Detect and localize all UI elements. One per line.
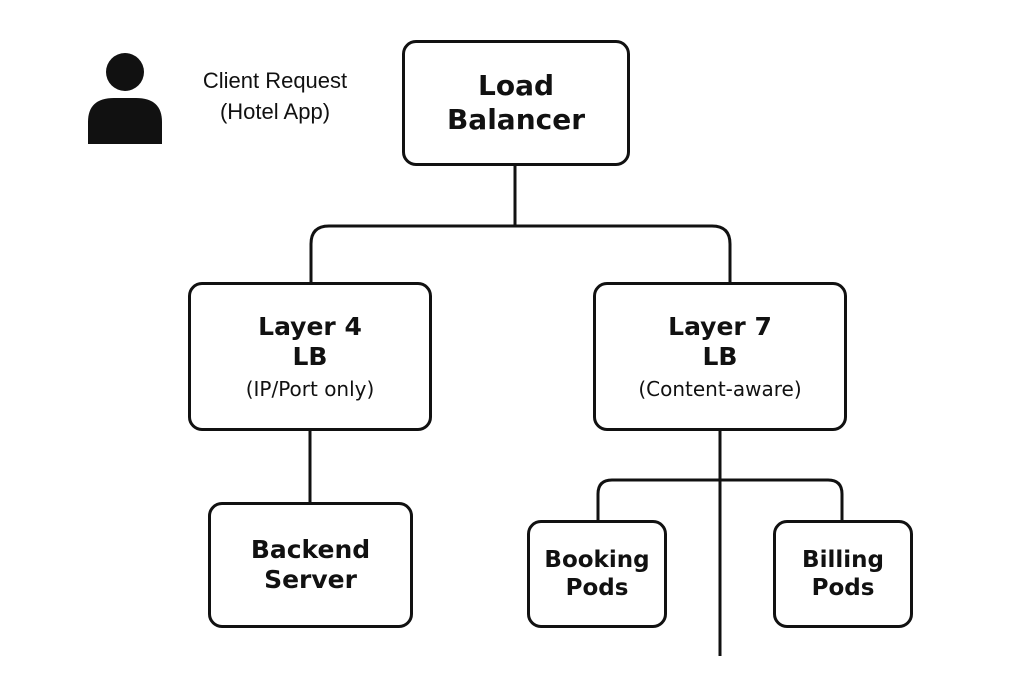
layer7-line1: Layer 7 — [668, 311, 772, 341]
backend-server-node: Backend Server — [208, 502, 413, 628]
client-label-line2: (Hotel App) — [219, 98, 331, 124]
layer4-line2: LB — [292, 342, 328, 372]
client-label-line1: Client Request — [202, 68, 348, 93]
connector-root-branch — [309, 224, 732, 282]
load-balancer-node: Load Balancer — [402, 40, 630, 166]
load-balancer-line1: Load — [477, 68, 554, 102]
layer4-detail: (IP/Port only) — [245, 376, 375, 401]
billing-line2: Pods — [811, 575, 875, 601]
booking-pods-node: Booking Pods — [527, 520, 667, 628]
billing-line1: Billing — [802, 546, 884, 573]
connector-l7-pods — [596, 478, 844, 520]
billing-pods-node: Billing Pods — [773, 520, 913, 628]
backend-line1: Backend — [250, 534, 371, 564]
person-icon — [88, 53, 162, 144]
booking-line2: Pods — [565, 575, 629, 601]
layer7-line2: LB — [702, 342, 738, 372]
layer4-lb-node: Layer 4 LB (IP/Port only) — [188, 282, 432, 431]
client-request-label: Client Request (Hotel App) — [170, 66, 380, 128]
layer4-line1: Layer 4 — [258, 311, 362, 341]
backend-line2: Server — [264, 565, 357, 594]
booking-line1: Booking — [544, 546, 650, 573]
layer7-lb-node: Layer 7 LB (Content-aware) — [593, 282, 847, 431]
load-balancer-line2: Balancer — [446, 103, 586, 136]
layer7-detail: (Content-aware) — [638, 376, 802, 401]
